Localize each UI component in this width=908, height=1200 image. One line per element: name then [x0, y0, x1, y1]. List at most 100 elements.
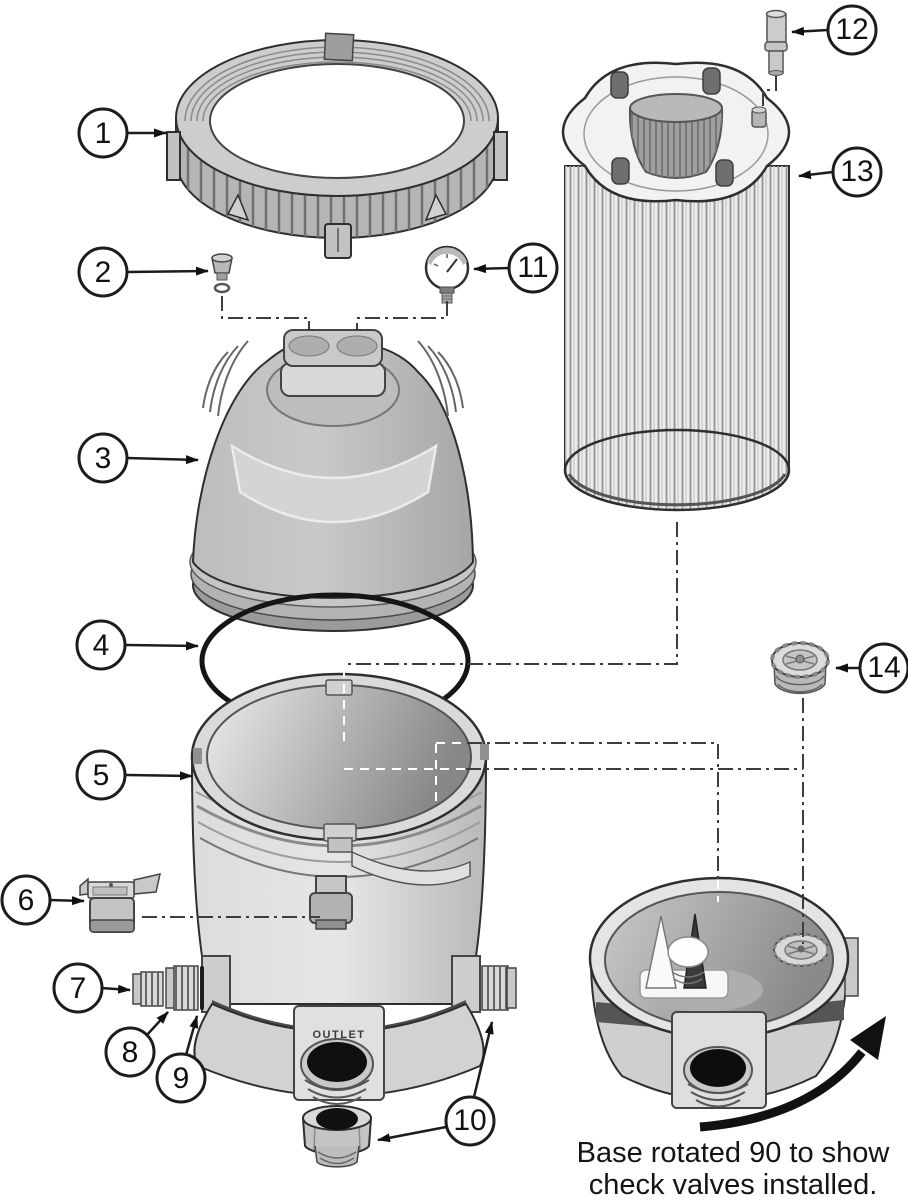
tank-drain-boss — [309, 892, 353, 924]
fitting8-threads — [174, 966, 198, 1010]
part-1-lock-ring — [166, 32, 508, 259]
base-port-thread — [690, 1091, 746, 1101]
callout-5-number: 5 — [93, 759, 110, 792]
part-13-filter-cartridge — [561, 61, 791, 512]
outlet-port — [307, 1042, 367, 1082]
callout-4-arrow — [123, 641, 199, 651]
tank-latch-band — [351, 850, 471, 886]
callout-6-number: 6 — [18, 884, 35, 917]
outlet-label: OUTLET — [313, 1029, 366, 1041]
callout-12-number: 12 — [835, 13, 868, 46]
nut-thread — [317, 1151, 357, 1159]
lid-handle-recess-right — [336, 335, 378, 357]
lock-ring-top-notch — [323, 32, 355, 62]
callout-13-arrow — [798, 170, 834, 180]
part-5-tank: OUTLET — [190, 672, 489, 1105]
base-port-thread — [695, 1099, 741, 1108]
lock-ring-tab — [226, 193, 250, 222]
tank-rim-mark-left — [193, 748, 202, 764]
lid-handle-recess-left — [288, 335, 330, 357]
callout-10-arrow — [472, 1021, 494, 1098]
cartridge-core-top — [629, 93, 723, 123]
drain-valve-left-ear — [79, 877, 89, 896]
drain-valve-band — [89, 919, 135, 933]
base-port — [690, 1049, 746, 1087]
part-10-bulkhead-nut — [301, 1105, 373, 1168]
cartridge-pleats — [565, 166, 789, 510]
lock-ring-groove — [202, 61, 472, 122]
line-base-a — [467, 742, 719, 880]
callout-9-circle — [155, 1052, 207, 1104]
callout-3-arrow — [125, 455, 199, 465]
callout-10-number: 10 — [453, 1104, 486, 1137]
callout-3: 3 — [77, 432, 199, 484]
lock-ring-tab — [424, 193, 448, 222]
callout-12-circle — [826, 4, 878, 56]
part-6-drain-valve — [79, 873, 161, 933]
line-plug-to-lid — [221, 296, 310, 331]
callout-7-number: 7 — [70, 972, 87, 1005]
callout-1-circle — [77, 107, 129, 159]
callout-9-number: 9 — [173, 1062, 190, 1095]
rotate-arrow — [699, 1049, 866, 1132]
callout-5: 5 — [75, 749, 193, 801]
check-valve-center — [795, 654, 805, 664]
cartridge-peg — [610, 71, 629, 99]
tank-drain-boss-bottom — [315, 919, 347, 930]
outlet-thread — [312, 1096, 362, 1105]
callout-11-number: 11 — [517, 251, 548, 284]
cartridge-flange-ring — [583, 76, 769, 192]
callout-4: 4 — [75, 619, 199, 671]
callout-2: 2 — [77, 246, 209, 298]
outlet-thread — [307, 1088, 367, 1099]
callout-6: 6 — [0, 874, 85, 926]
callout-6-arrow — [48, 896, 85, 906]
rotated-base — [588, 876, 886, 1132]
cartridge-bleed-stub-top — [751, 106, 767, 114]
callout-3-number: 3 — [95, 442, 112, 475]
cartridge-peg — [702, 67, 721, 95]
lock-ring-opening — [209, 63, 465, 179]
bleed-tube-top — [765, 9, 787, 19]
callout-13: 13 — [798, 146, 883, 198]
callout-8-arrow — [145, 1011, 169, 1037]
gauge-needle — [446, 258, 458, 273]
assembly-lines — [142, 76, 804, 944]
callout-5-arrow — [123, 771, 193, 781]
check-valve-thread — [777, 683, 823, 693]
caption-line-2: check valves installed. — [589, 1169, 878, 1200]
callout-8: 8 — [104, 1011, 169, 1078]
cartridge-core-stria — [629, 108, 723, 178]
callout-6-circle — [0, 874, 52, 926]
callout-1: 1 — [77, 107, 167, 159]
lock-ring-left-lug — [166, 131, 181, 181]
callout-7-arrow — [100, 984, 131, 994]
rotate-arrow-head — [850, 1016, 886, 1060]
callout-8-circle — [104, 1026, 156, 1078]
base-port-thread — [687, 1083, 749, 1094]
callout-2-circle — [77, 246, 129, 298]
nut-thread — [319, 1157, 355, 1165]
line-tube-to-cartridge — [762, 76, 777, 107]
cartridge-peg — [611, 157, 630, 185]
callout-13-number: 13 — [840, 155, 873, 188]
bleed-tube-collar — [764, 41, 788, 52]
callout-2-number: 2 — [95, 256, 112, 289]
lid-label-panel — [230, 443, 438, 524]
check-valve-thread — [775, 675, 825, 686]
tank-rim-notch-top — [325, 679, 353, 696]
callout-11-circle — [507, 242, 559, 294]
plug-oring — [213, 282, 231, 294]
fitting-right-threads — [482, 966, 508, 1010]
part-12-air-bleed-tube — [764, 9, 788, 76]
callout-10: 10 — [377, 1021, 496, 1147]
lock-ring-right-lug — [493, 131, 508, 181]
base-stub-thread — [673, 978, 703, 985]
right-bulkhead-fitting — [481, 965, 517, 1011]
part-7-adapter-fitting — [132, 971, 164, 1007]
part-3-lid — [189, 329, 477, 632]
gauge-bezel — [427, 247, 467, 265]
callout-4-number: 4 — [93, 629, 110, 662]
base-check-valve-knurl — [772, 932, 830, 968]
